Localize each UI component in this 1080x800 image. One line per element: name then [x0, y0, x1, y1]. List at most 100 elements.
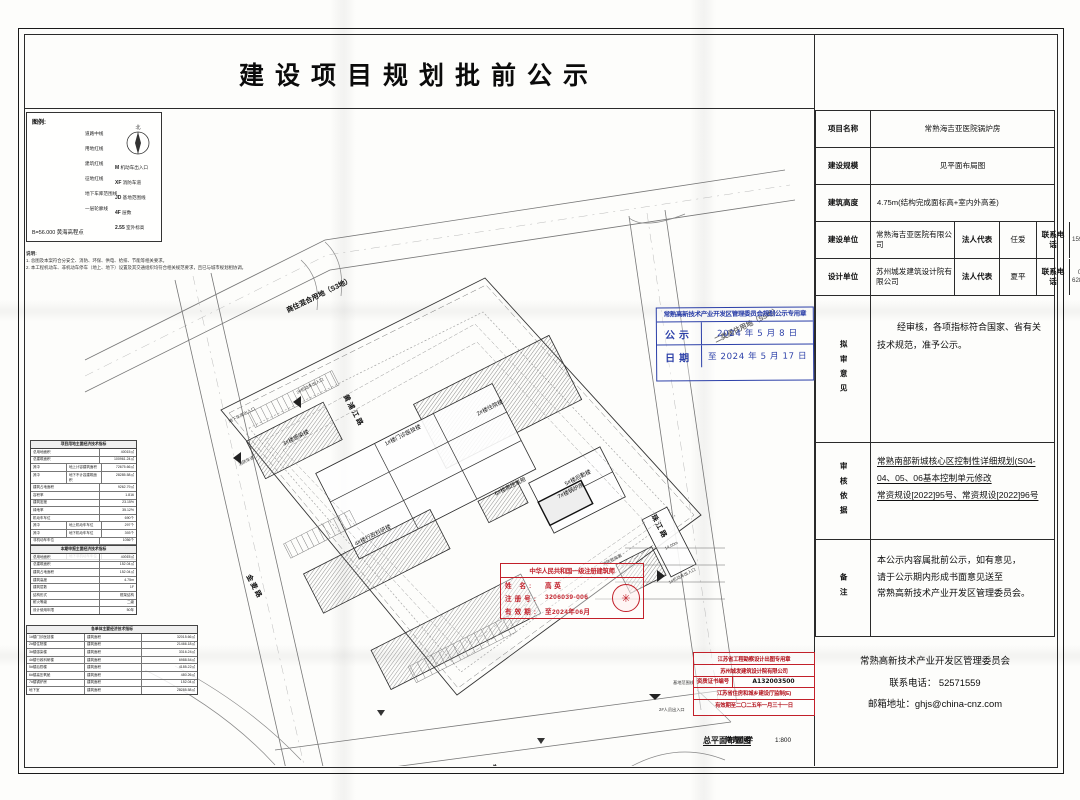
cell: 地下机动车车位 [67, 529, 102, 537]
cell: 4#楼行政科研楼 [27, 656, 86, 664]
data-table-caption-2: 各单体主要经济技术指标 [27, 626, 197, 634]
cell: 1#楼门诊医技楼 [27, 634, 86, 641]
publicity-stamp-value-1: 2024 年 5 月 8 日 [717, 328, 798, 340]
label-construction-unit: 建设单位 [816, 222, 871, 258]
label-basis-text: 审核依据 [839, 461, 849, 521]
cell: 建筑密度 [31, 499, 101, 507]
cell: 总用地面积 [31, 554, 101, 561]
cell: 6#楼高压氧舱 [27, 671, 86, 679]
column-divider [814, 34, 815, 766]
value-project-name: 常熟海吉亚医院锅炉房 [924, 123, 1001, 133]
label-project-name: 项目名称 [816, 111, 871, 147]
cell: 地上机动车车位 [67, 522, 102, 529]
construction-unit-tel: 15988702020 [1072, 235, 1080, 243]
construction-unit-rep-label: 法人代表 [955, 222, 1000, 258]
cell: 152.04㎡ [119, 562, 134, 567]
construction-unit-tel-label: 联系电话 [1037, 222, 1070, 258]
cell: 建筑面积 [85, 634, 142, 641]
map-label-21: 2#人员出入口 [659, 707, 685, 712]
design-unit-tel-label: 联系电话 [1037, 259, 1070, 295]
cert-license-value: A132003500 [752, 678, 795, 686]
cell: 3#楼感染楼 [27, 649, 86, 656]
compass-north-icon: 北 [126, 124, 150, 155]
cell: 总建筑面积 [31, 456, 101, 464]
notes-title: 说明: [26, 251, 37, 256]
cell: 建筑占地面积 [31, 569, 101, 576]
architect-valid-key: 有效期: [505, 608, 539, 616]
cell: 4185.22㎡ [178, 665, 196, 670]
label-basis: 审核依据 [816, 443, 871, 539]
design-unit-rep-name: 夏平 [1000, 259, 1037, 295]
drawing-notes: 说明: 1. 总图及本案符合分安全、消防、环保、供电、给排、节能等相关要求。 2… [26, 250, 326, 271]
registered-architect-stamp: 中华人民共和国一级注册建筑师 姓 名: 高 英 注册号: 3206039-006… [500, 563, 644, 619]
opinion-line-1: 经审核，各项指标符合国家、省有关 [897, 322, 1042, 332]
publicity-stamp-row-start: 公示 2024 年 5 月 8 日 [656, 321, 814, 346]
authority-org: 常熟高新技术产业开发区管理委员会 [859, 655, 1010, 666]
cell: 建筑面积 [85, 679, 142, 687]
cert-line-3: 江苏省住房和城乡建设厅监制(E) [694, 688, 814, 700]
opinion-body: 经审核，各项指标符合国家、省有关 技术规范，准予公示。 [871, 296, 1054, 442]
value-height: 4.75m(结构完成面标高+室内外高差) [877, 197, 999, 207]
remark-line-2: 请于公示期内形成书面意见送至 [877, 571, 1004, 582]
cell: 100961.24㎡ [113, 457, 134, 462]
cell: 建筑面积 [85, 664, 142, 671]
info-row-construction-unit: 建设单位 常熟海吉亚医院有限公司 法人代表 任爱 联系电话 1598870202… [815, 222, 1080, 259]
cell: 建筑面积 [85, 687, 142, 694]
cell: 2#楼住院楼 [27, 641, 86, 649]
publicity-date-stamp: 常熟高新技术产业开发区管理委员会规划公示专用章 公示 2024 年 5 月 8 … [655, 306, 815, 382]
cert-license-key: 资质证书编号 [694, 677, 733, 687]
design-institute-stamp: 江苏省工程勘察设计出图专用章 苏州城发建筑设计院有限公司 资质证书编号 A132… [693, 652, 815, 716]
legend-item-0: 道路中线 [33, 131, 153, 142]
table-row: 结构形式框架结构 [31, 591, 136, 600]
cell: 7#楼锅炉房 [27, 679, 86, 687]
cell: 二级 [127, 600, 134, 605]
plan-title: 总平面布置图 [703, 736, 751, 745]
cell: 393个 [124, 530, 134, 535]
cell: 9262.79㎡ [117, 485, 134, 490]
architect-name-value: 高 英 [545, 582, 562, 590]
legend-symbol-2: JD 基地范围线 [115, 195, 146, 201]
cell: 40015㎡ [120, 554, 134, 559]
cell: 建筑占地面积 [31, 484, 101, 491]
table-row: 建筑占地面积 9262.79㎡ [31, 484, 136, 492]
architect-stamp-name-row: 姓 名: 高 英 [501, 578, 643, 591]
design-unit-rep-label: 法人代表 [955, 259, 1000, 295]
table-row: 建筑占地面积 152.04㎡ [31, 569, 136, 577]
table-row: 总用地面积 40015㎡ [31, 554, 136, 562]
cell: 总建筑面积 [31, 561, 101, 569]
info-row-basis: 审核依据 常熟南部新城核心区控制性详细规划(S04- 04、05、06基本控制单… [815, 443, 1055, 540]
label-height: 建筑高度 [816, 185, 871, 221]
cell: 建筑层数 [31, 584, 101, 591]
data-table-caption-0: 项目用地主要经济技术指标 [31, 441, 136, 449]
architect-regno-key: 注册号: [505, 595, 539, 603]
legend-label-5: 一层轮廓线 [85, 206, 108, 211]
cell: 152.04㎡ [119, 569, 134, 574]
cell: 其中 [31, 471, 67, 484]
cell: 耐火等级 [31, 599, 101, 607]
legend-symbol-4: 2.55 室外标高 [115, 225, 145, 231]
legend-box: 图例: 道路中线用地红线建筑红线征地红线地下车库范围线一层轮廓线 北 M 机动车… [26, 112, 162, 242]
legend-item-5: 一层轮廓线 [33, 206, 153, 217]
cell: 32015.66㎡ [176, 634, 196, 639]
architect-valid-value: 至2024年06月 [545, 608, 591, 616]
legend-item-2: 建筑红线 [33, 161, 153, 172]
basis-body: 常熟南部新城核心区控制性详细规划(S04- 04、05、06基本控制单元修改 常… [871, 443, 1054, 539]
cell: 297个 [124, 523, 134, 528]
cell: 其中 [31, 522, 67, 529]
table-row: 耐火等级 二级 [31, 599, 136, 608]
cell: 6988.54㎡ [178, 657, 196, 662]
label-design-unit: 设计单位 [816, 259, 871, 295]
basis-line-1: 常熟南部新城核心区控制性详细规划(S04- [877, 456, 1036, 466]
